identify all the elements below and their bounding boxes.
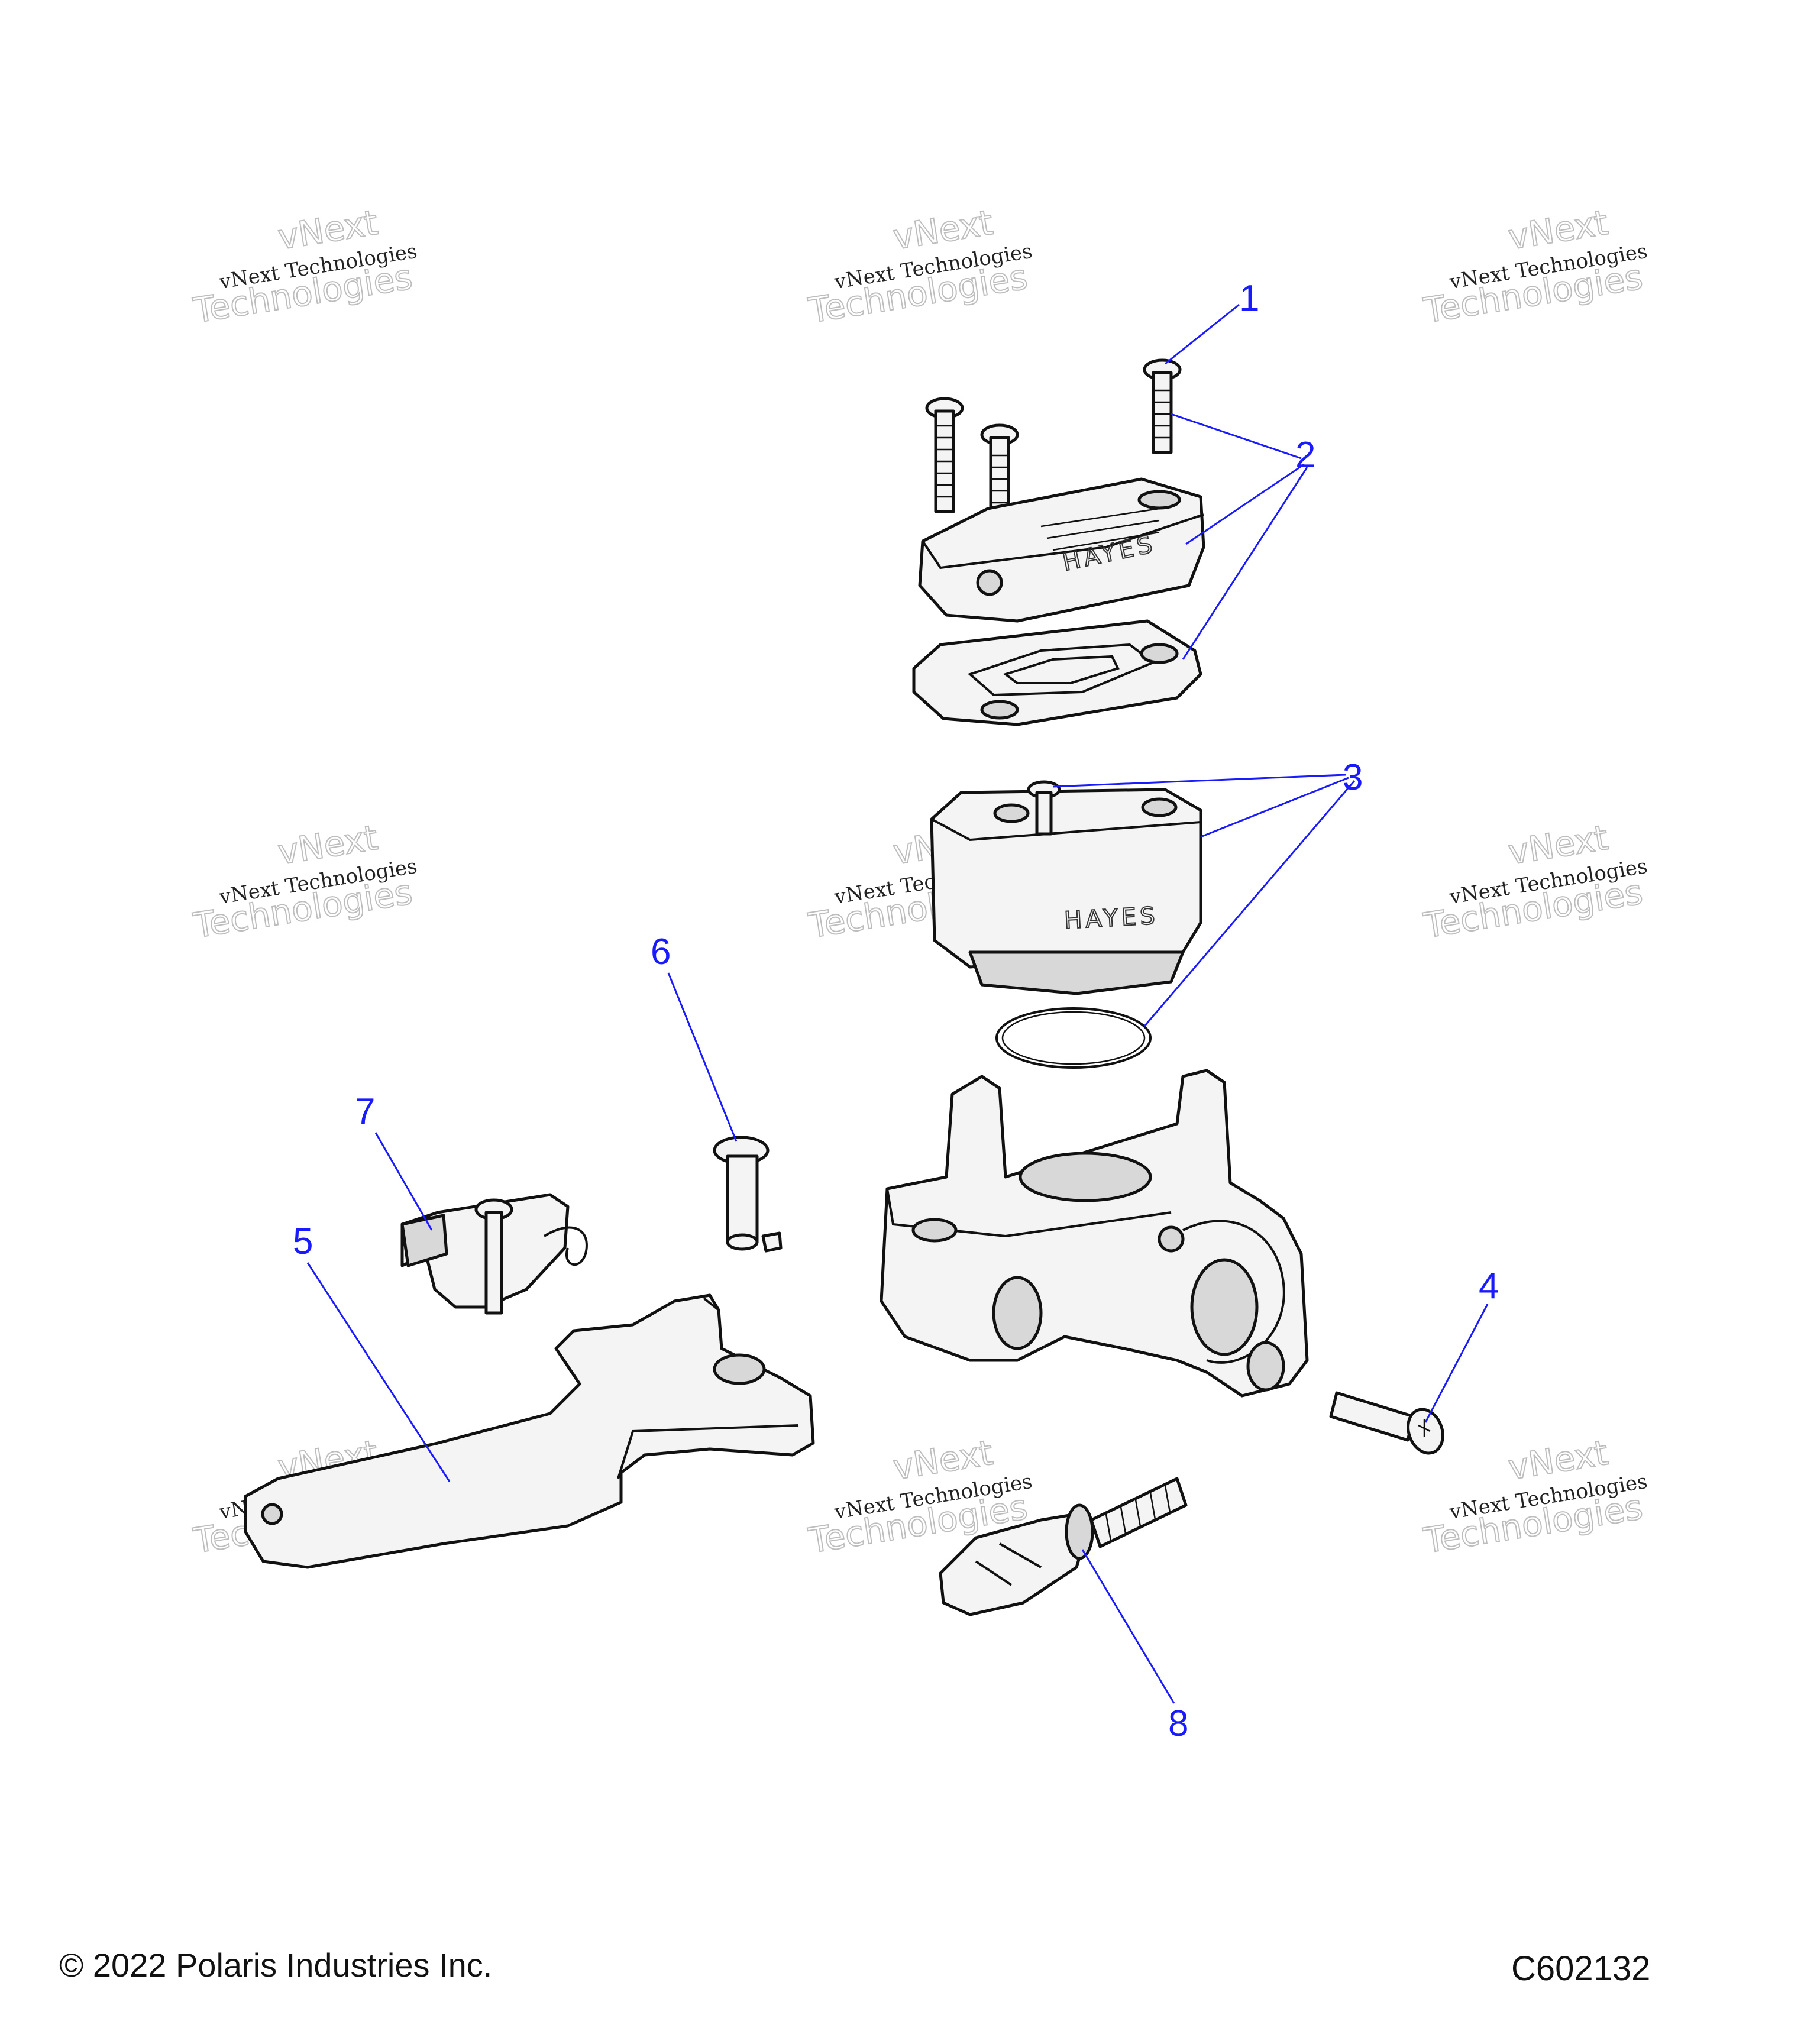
leader-1 bbox=[1165, 303, 1240, 365]
cap-screw bbox=[980, 423, 1019, 519]
callout-8: 8 bbox=[1168, 1703, 1188, 1744]
reservoir-body: HAYES bbox=[930, 780, 1202, 995]
pivot-pin bbox=[713, 1136, 783, 1253]
watermark: vNext Technologies vNext Technologies bbox=[1420, 202, 1649, 332]
leader-3a bbox=[1052, 774, 1346, 788]
callout-6: 6 bbox=[651, 932, 671, 972]
leader-7 bbox=[374, 1132, 433, 1231]
watermarks: vNext Technologies vNext Technologies vN… bbox=[190, 202, 1649, 1562]
leader-2c bbox=[1182, 467, 1308, 660]
leader-8 bbox=[1081, 1549, 1175, 1704]
cap-screw bbox=[925, 397, 964, 513]
o-ring bbox=[995, 1007, 1152, 1069]
leader-3b bbox=[1200, 777, 1349, 838]
watermark: vNext Technologies vNext Technologies bbox=[190, 202, 419, 332]
cap-screw bbox=[1143, 358, 1182, 454]
leader-3c bbox=[1143, 780, 1356, 1027]
watermark: vNext Technologies vNext Technologies bbox=[1420, 817, 1649, 947]
reach-adjuster bbox=[400, 1193, 588, 1315]
reservoir-diaphragm bbox=[912, 619, 1202, 726]
brake-lever bbox=[244, 1293, 815, 1569]
leader-6 bbox=[667, 972, 738, 1142]
leader-2b bbox=[1185, 463, 1305, 545]
leader-2a bbox=[1171, 413, 1302, 460]
watermark: vNext Technologies vNext Technologies bbox=[805, 202, 1034, 332]
clamp-bolt bbox=[1329, 1391, 1444, 1455]
copyright-notice: © 2022 Polaris Industries Inc. bbox=[59, 1946, 493, 1984]
callout-5: 5 bbox=[293, 1221, 313, 1262]
watermark: vNext Technologies vNext Technologies bbox=[190, 817, 419, 947]
reservoir-cap: HAYES bbox=[918, 477, 1205, 623]
master-cylinder-housing bbox=[880, 1069, 1309, 1398]
svg-text:HAYES: HAYES bbox=[1063, 903, 1159, 934]
callout-1: 1 bbox=[1239, 278, 1259, 319]
figure-code: C602132 bbox=[1511, 1949, 1651, 1988]
callouts: 1 2 3 4 5 6 7 8 bbox=[293, 278, 1499, 1744]
cap-screws bbox=[925, 358, 1182, 519]
leader-5 bbox=[306, 1262, 451, 1482]
leader-4 bbox=[1424, 1304, 1489, 1423]
piston-assembly bbox=[939, 1477, 1188, 1616]
o-ring-inner bbox=[1001, 1011, 1146, 1065]
callout-7: 7 bbox=[355, 1091, 375, 1132]
watermark: vNext Technologies vNext Technologies bbox=[1420, 1432, 1649, 1562]
callout-4: 4 bbox=[1479, 1266, 1499, 1306]
